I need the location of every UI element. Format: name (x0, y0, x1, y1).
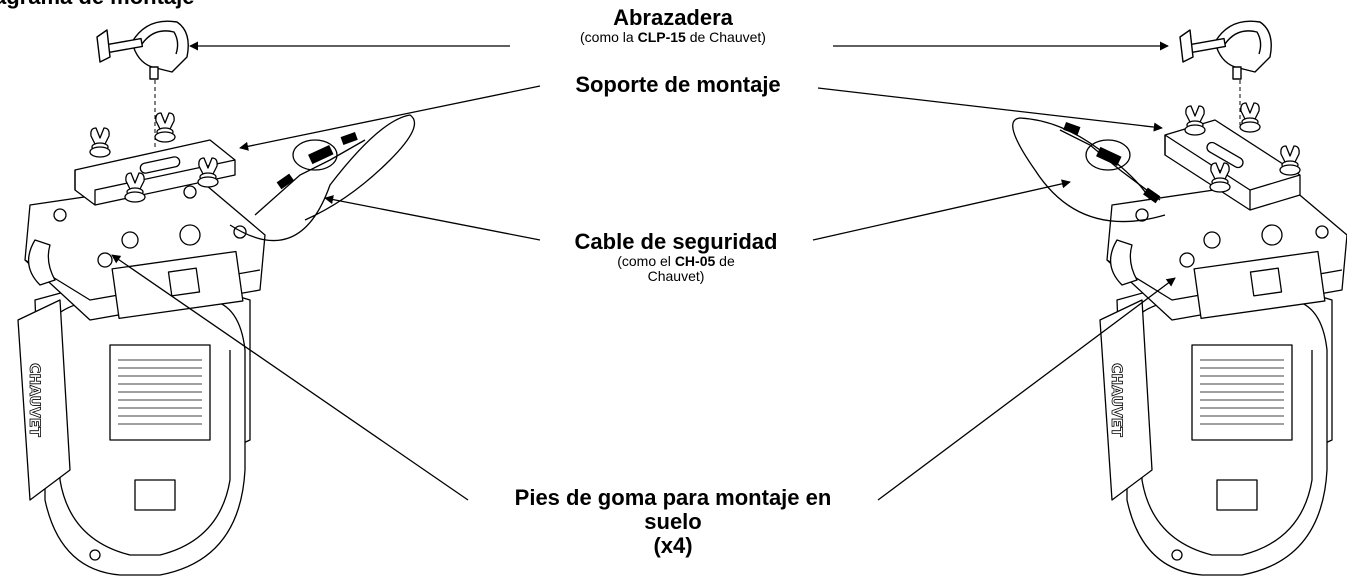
right-fixture-logo: CHAUVET (1108, 363, 1124, 437)
left-fixture-logo: CHAUVET (26, 363, 42, 437)
left-mounting-bracket (74, 112, 236, 206)
arrow-feet-left (111, 254, 469, 501)
left-fixture (17, 179, 266, 576)
bracket-title: Soporte de montaje (575, 72, 781, 97)
right-clamp (1179, 20, 1272, 125)
rubber-feet-line3: (x4) (653, 532, 693, 558)
clamp-subtitle: (como la CLP-15 de Chauvet) (580, 28, 766, 45)
clamp-callout: Abrazadera (como la CLP-15 de Chauvet) (508, 6, 838, 45)
left-safety-cable (229, 114, 416, 242)
right-mounting-bracket (1164, 102, 1301, 211)
diagram-title: Diagrama de montaje (0, 0, 195, 10)
safety-cable-subtitle-line2: Chauvet) (647, 267, 705, 284)
safety-cable-subtitle: (como el CH-05 de (617, 252, 735, 269)
safety-cable-callout: Cable de seguridad (como el CH-05 de Cha… (540, 230, 812, 284)
bracket-callout: Soporte de montaje (538, 73, 818, 97)
arrow-bracket-left (239, 85, 541, 151)
arrow-safety-right (812, 179, 1071, 241)
rubber-feet-callout: Pies de goma para montaje en suelo (x4) (468, 486, 878, 557)
rubber-feet-line2: suelo (644, 508, 702, 534)
safety-cable-title: Cable de seguridad (574, 229, 778, 254)
arrow-safety-left (324, 195, 541, 241)
right-safety-cable (1012, 117, 1166, 223)
arrow-bracket-right (817, 87, 1163, 132)
left-clamp (96, 20, 189, 150)
callout-arrows (111, 41, 1176, 501)
rubber-feet-line1: Pies de goma para montaje en (514, 485, 832, 510)
right-fixture (1099, 179, 1347, 576)
clamp-title: Abrazadera (613, 5, 733, 30)
arrow-feet-right (877, 277, 1176, 501)
